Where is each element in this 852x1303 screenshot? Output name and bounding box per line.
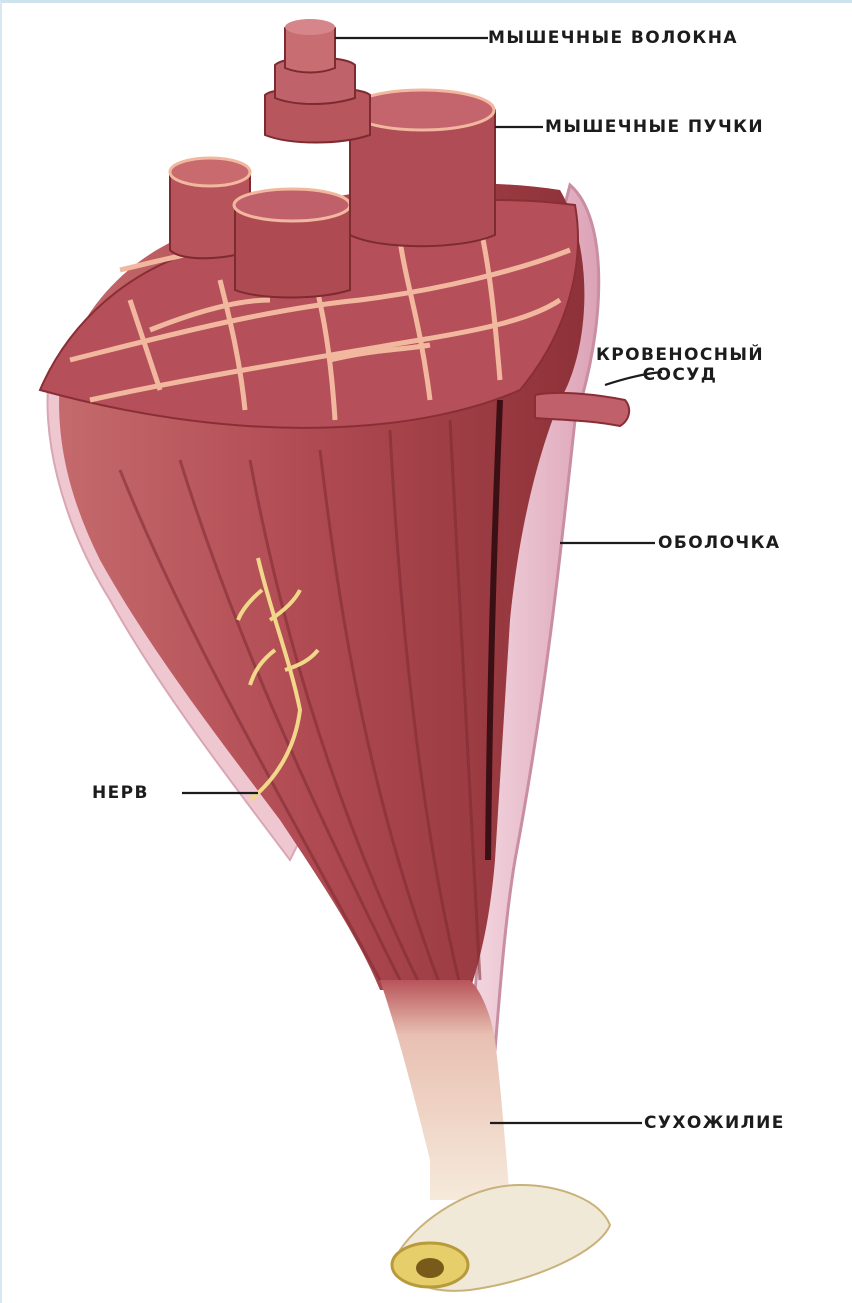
label-blood-vessel-line2: СОСУД <box>596 365 764 385</box>
muscle-bundle-right <box>350 90 495 246</box>
label-nerve: НЕРВ <box>92 783 149 803</box>
label-blood-vessel: КРОВЕНОСНЫЙ СОСУД <box>596 345 764 385</box>
label-blood-vessel-line1: КРОВЕНОСНЫЙ <box>596 345 764 365</box>
label-tendon: СУХОЖИЛИЕ <box>644 1113 785 1133</box>
label-muscle-fibers: МЫШЕЧНЫЕ ВОЛОКНА <box>488 28 738 48</box>
muscle-bundle-center <box>234 189 350 298</box>
label-sheath: ОБОЛОЧКА <box>658 533 780 553</box>
label-muscle-bundles: МЫШЕЧНЫЕ ПУЧКИ <box>545 117 764 137</box>
bone-attachment <box>392 1185 610 1291</box>
